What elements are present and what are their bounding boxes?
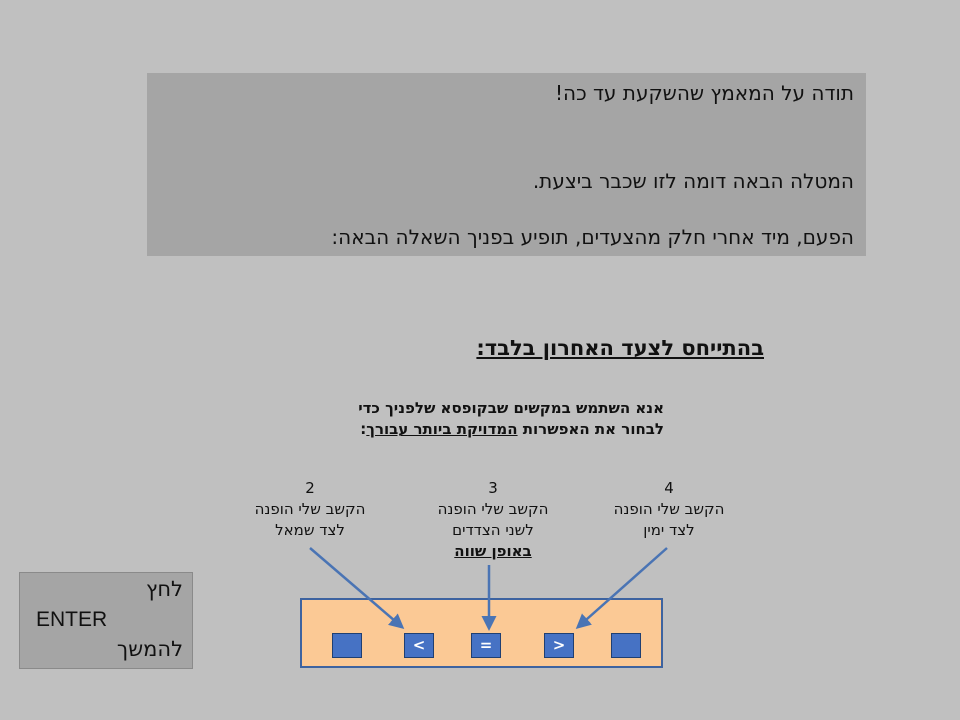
option-right: 4 הקשב שלי הופנה לצד ימין [614,478,725,541]
continue-text: להמשך [116,637,183,661]
thanks-text: תודה על המאמץ שהשקעת עד כה! [554,81,854,105]
key-equal[interactable]: = [471,633,501,658]
arrow-right [575,547,668,629]
keypad-box: < = > [300,598,663,668]
option-right-number: 4 [664,479,674,497]
instructions-line-2-suffix: : [360,420,367,438]
key-blank-left[interactable] [332,633,362,658]
option-right-line-2: לצד ימין [643,521,695,539]
keypad-instructions: אנא השתמש במקשים שבקופסא שלפניך כדי לבחו… [358,398,664,440]
option-left-line-2: לצד שמאל [275,521,345,539]
continue-prompt: לחץ ENTER להמשך [19,572,193,669]
option-both-number: 3 [488,479,498,497]
option-left-line-1: הקשב שלי הופנה [254,500,366,518]
option-right-line-1: הקשב שלי הופנה [613,500,725,518]
option-both-line-3: באופן שווה [454,542,532,560]
instructions-line-2-prefix: לבחור את האפשרות [517,420,664,438]
option-both: 3 הקשב שלי הופנה לשני הצדדים באופן שווה [438,478,549,562]
option-left-number: 2 [305,479,315,497]
key-less-than[interactable]: < [404,633,434,658]
instructions-line-2: לבחור את האפשרות המדויקת ביותר עבורך: [358,419,664,440]
instruction-panel: תודה על המאמץ שהשקעת עד כה! המטלה הבאה ד… [147,73,866,256]
instructions-emphasis: המדויקת ביותר עבורך [366,420,518,438]
option-left: 2 הקשב שלי הופנה לצד שמאל [255,478,366,541]
key-blank-right[interactable] [611,633,641,658]
enter-key-label: ENTER [36,608,108,631]
instructions-line-1: אנא השתמש במקשים שבקופסא שלפניך כדי [358,399,664,417]
option-both-line-2: לשני הצדדים [452,521,534,539]
arrow-left [309,547,405,629]
task-similar-text: המטלה הבאה דומה לזו שכבר ביצעת. [532,169,854,193]
key-greater-than[interactable]: > [544,633,574,658]
question-intro-text: הפעם, מיד אחרי חלק מהצעדים, תופיע בפניך … [331,225,854,249]
question-title: בהתייחס לצעד האחרון בלבד: [476,336,764,360]
option-both-line-1: הקשב שלי הופנה [437,500,549,518]
continue-press-text: לחץ [146,577,183,601]
